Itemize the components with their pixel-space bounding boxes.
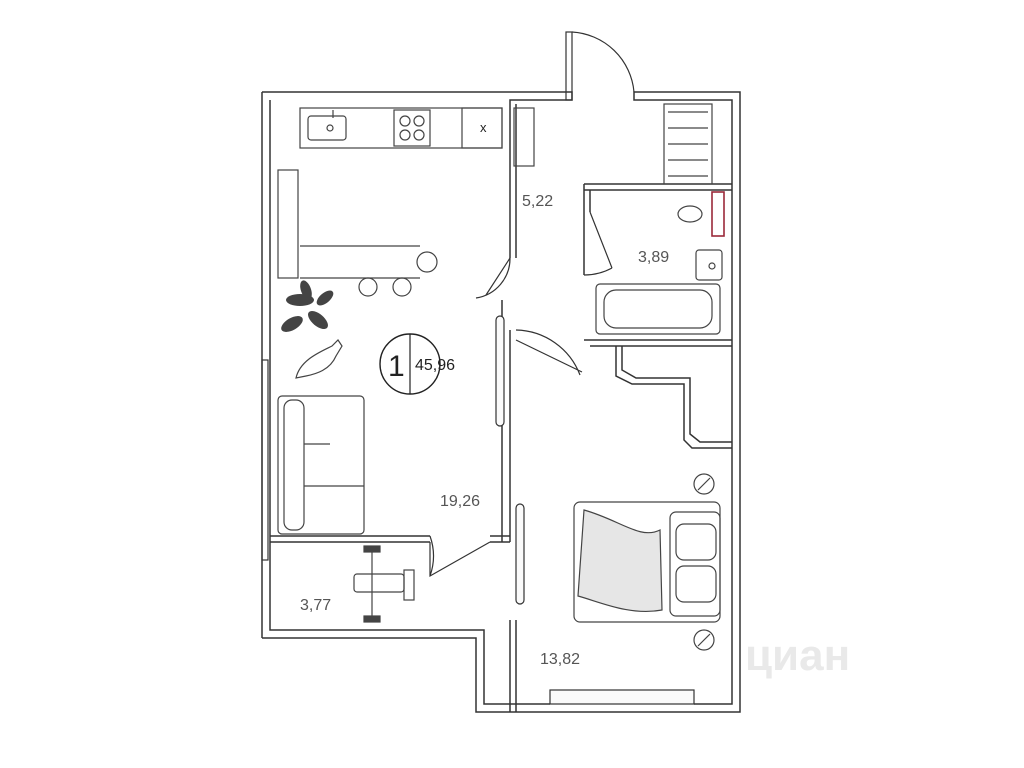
bathroom-fixtures	[595, 191, 725, 335]
area-bedroom: 13,82	[540, 651, 580, 668]
lamp-2-line	[697, 633, 711, 647]
washbasin-drain	[708, 262, 716, 270]
sofa-back	[283, 399, 305, 531]
total-area-badge: 1 45,96	[379, 333, 455, 395]
burner-1	[399, 115, 411, 127]
nightstand-lamp-1	[693, 473, 715, 495]
hallway-closet	[663, 103, 713, 185]
area-bathroom: 3,89	[638, 249, 669, 266]
sofa	[277, 395, 365, 535]
kitchen-cabinet	[277, 169, 299, 279]
balcony-door	[429, 535, 491, 578]
entrance-door-swing	[571, 31, 635, 93]
window-living	[495, 315, 505, 427]
living-furniture	[277, 280, 415, 623]
hallway-furniture	[513, 103, 713, 185]
bathtub-inner	[603, 289, 713, 329]
bathroom-door	[583, 211, 613, 276]
bed-headboard	[669, 511, 721, 617]
window-left	[261, 359, 269, 561]
oven-label: x	[480, 120, 487, 135]
pillow-1	[675, 523, 717, 561]
pillow-2	[675, 565, 717, 603]
hallway-wardrobe	[513, 107, 535, 167]
blanket	[577, 509, 663, 613]
bedroom-door	[515, 329, 583, 376]
cooktop	[393, 109, 431, 147]
watermark-text: циан	[745, 631, 850, 680]
toilet-icon	[677, 205, 703, 223]
plant-icon	[281, 280, 334, 332]
oven-box	[461, 107, 503, 149]
rooms-count: 1	[388, 350, 405, 383]
dog-icon	[295, 339, 343, 379]
area-living-kitchen: 19,26	[440, 493, 480, 510]
washbasin-icon	[695, 249, 723, 281]
windows	[261, 315, 695, 705]
sink-drain	[326, 124, 334, 132]
area-hallway: 5,22	[522, 193, 553, 210]
closet-shelves	[668, 111, 708, 177]
area-balcony: 3,77	[300, 597, 331, 614]
burner-4	[413, 129, 425, 141]
towel-rail	[711, 191, 725, 237]
watermark: циан	[745, 631, 850, 680]
burner-3	[399, 129, 411, 141]
chair-2	[392, 277, 412, 297]
window-bedroom-bottom	[549, 689, 695, 705]
chair-1	[358, 277, 378, 297]
bathtub	[595, 283, 721, 335]
total-area: 45,96	[415, 357, 455, 374]
exercise-bench-icon	[353, 545, 415, 623]
window-bedroom	[515, 503, 525, 605]
chair-3	[416, 251, 438, 273]
lamp-1-line	[697, 477, 711, 491]
nightstand-lamp-2	[693, 629, 715, 651]
entrance-door	[565, 31, 635, 101]
closet-block	[615, 346, 732, 449]
interior-walls	[270, 104, 732, 712]
sink	[307, 115, 347, 141]
dining-table	[300, 245, 420, 279]
entrance-door-leaf	[565, 31, 573, 101]
living-door	[475, 257, 511, 299]
burner-2	[413, 115, 425, 127]
bedroom-furniture	[573, 473, 721, 651]
kitchen-counter	[299, 107, 503, 149]
kitchen	[277, 107, 503, 297]
